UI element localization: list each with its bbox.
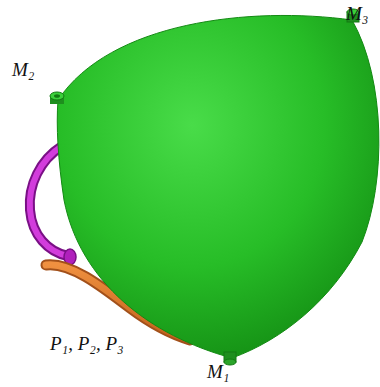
- label-m3: M₃: [346, 4, 368, 25]
- label-m1: M₁: [207, 362, 229, 383]
- label-m2: M₂: [12, 60, 34, 81]
- label-p: P₁, P₂, P₃: [50, 334, 124, 355]
- marker-m2: [50, 92, 64, 104]
- green-shell: [57, 15, 379, 358]
